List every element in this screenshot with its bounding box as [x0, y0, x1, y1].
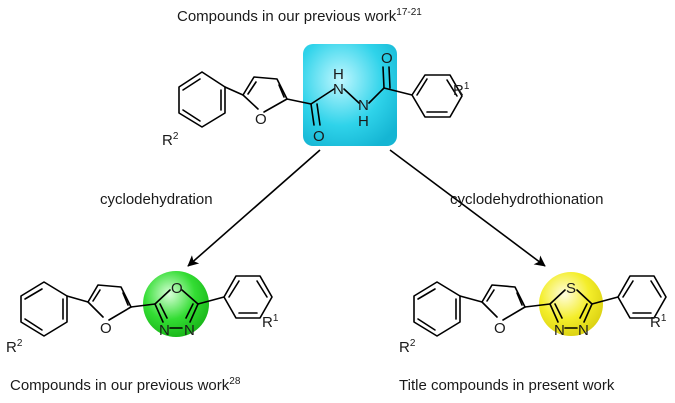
top-nh-right-n: N	[358, 97, 369, 114]
top-furan-oxygen: O	[255, 111, 267, 128]
top-nh-left-n: N	[333, 81, 344, 98]
bl-oxadiazole-oxygen: O	[171, 280, 183, 297]
br-thiadiazole-sulfur: S	[566, 280, 576, 297]
bl-r1-label: R1	[262, 313, 279, 331]
top-r2-label: R2	[162, 131, 179, 149]
arrow-right	[389, 149, 546, 267]
br-thiadiazole-n-right: N	[578, 322, 589, 339]
bottom-left-structure	[20, 275, 273, 337]
top-carbonyl-oxygen-left: O	[313, 128, 325, 145]
bl-furan-oxygen: O	[100, 320, 112, 337]
bl-r2-label: R2	[6, 338, 23, 356]
br-r1-label: R1	[650, 313, 667, 331]
br-thiadiazole-n-left: N	[554, 322, 565, 339]
arrow-label-cyclodehydration: cyclodehydration	[100, 191, 213, 208]
caption-top: Compounds in our previous work17-21	[177, 7, 422, 25]
thiadiazole-highlight	[539, 272, 603, 336]
top-nh-left-h: H	[333, 66, 344, 83]
bl-oxadiazole-n-right: N	[184, 322, 195, 339]
top-structure	[178, 66, 463, 128]
arrow-label-cyclodehydrothionation: cyclodehydrothionation	[450, 191, 604, 208]
top-nh-right-h: H	[358, 113, 369, 130]
arrow-left	[187, 149, 321, 267]
caption-bottom-left: Compounds in our previous work28	[10, 376, 241, 394]
top-carbonyl-oxygen-right: O	[381, 50, 393, 67]
top-r1-label: R1	[453, 81, 470, 99]
bl-oxadiazole-n-left: N	[159, 322, 170, 339]
bottom-right-structure	[413, 275, 667, 337]
br-r2-label: R2	[399, 338, 416, 356]
br-furan-oxygen: O	[494, 320, 506, 337]
caption-bottom-right: Title compounds in present work	[399, 377, 615, 394]
oxadiazole-highlight	[143, 271, 209, 337]
